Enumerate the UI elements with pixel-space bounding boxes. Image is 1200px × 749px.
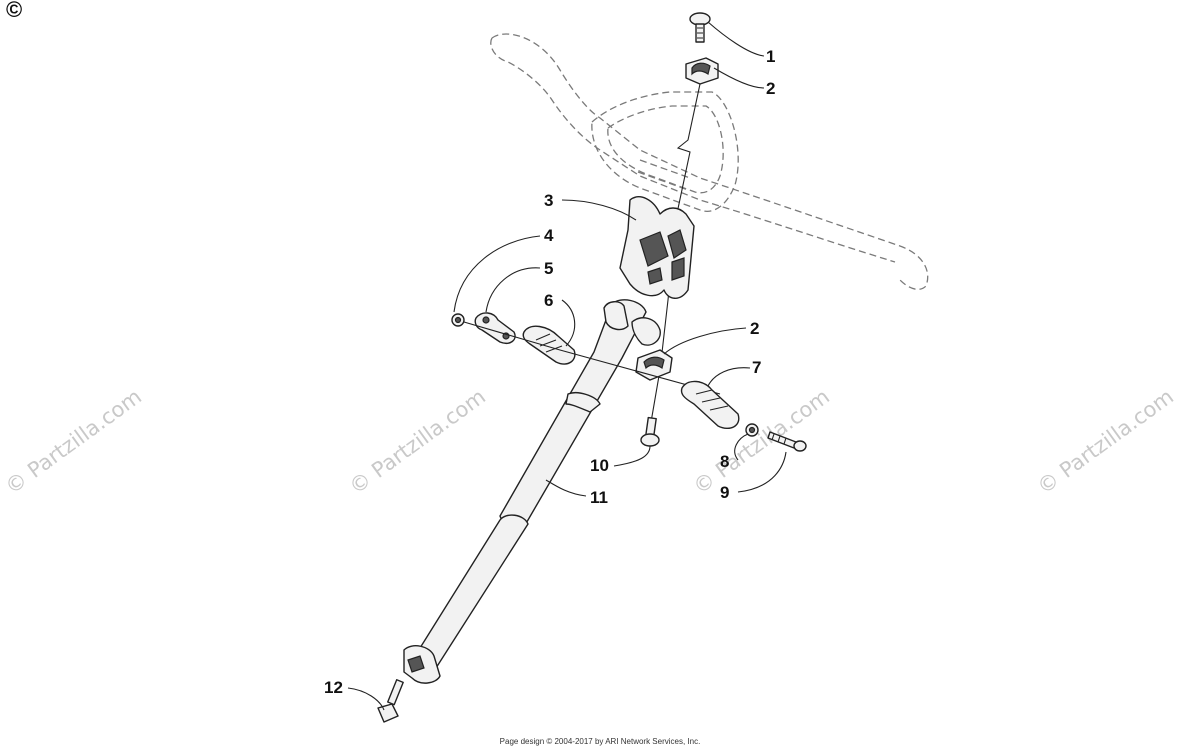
leader-2-lower <box>663 327 747 355</box>
leader-2-upper <box>713 67 765 89</box>
leader-8 <box>734 433 749 461</box>
watermark: © Partzilla.com <box>345 384 490 499</box>
part-7-bracket <box>680 380 740 430</box>
callout-11: 11 <box>590 488 608 507</box>
leader-11 <box>545 479 587 497</box>
callout-5: 5 <box>544 259 553 278</box>
part-1-bolt <box>689 12 711 43</box>
part-11-steering-post <box>403 299 661 684</box>
leader-4 <box>453 235 541 313</box>
callout-8: 8 <box>720 452 729 471</box>
part-8-nut <box>745 423 759 437</box>
handlebar-ghost <box>490 33 929 291</box>
part-9-bolt <box>767 431 807 452</box>
leader-9 <box>737 451 787 493</box>
leader-lines <box>347 21 787 711</box>
callout-4: 4 <box>544 226 554 245</box>
leader-6 <box>561 299 576 347</box>
part-2-clamp-lower <box>635 349 673 381</box>
callout-2-lower: 2 <box>750 319 759 338</box>
callout-12: 12 <box>324 678 343 697</box>
leader-1 <box>707 21 765 57</box>
callout-labels: 1 2 3 4 5 6 2 7 8 9 10 11 12 <box>324 47 775 697</box>
callout-10: 10 <box>590 456 609 475</box>
callout-7: 7 <box>752 358 761 377</box>
watermark: © Partzilla.com <box>1 384 146 499</box>
leader-7 <box>707 367 751 387</box>
leader-12 <box>347 687 385 711</box>
callout-3: 3 <box>544 191 553 210</box>
callout-9: 9 <box>720 483 729 502</box>
callout-2-upper: 2 <box>766 79 775 98</box>
footer-credit: Page design © 2004-2017 by ARI Network S… <box>499 737 701 746</box>
watermark: © Partzilla.com <box>1033 384 1178 499</box>
callout-6: 6 <box>544 291 553 310</box>
part-4-nut <box>451 313 465 327</box>
part-5-link <box>474 312 516 344</box>
leader-10 <box>613 445 651 467</box>
part-3-riser <box>619 196 695 299</box>
copyright-icon: © <box>6 0 23 22</box>
leader-3 <box>561 199 637 221</box>
part-12-bolt <box>377 679 404 723</box>
leader-5 <box>485 267 541 313</box>
part-10-bolt <box>640 416 660 447</box>
link-rod-line <box>463 321 721 395</box>
part-2-clamp-upper <box>685 57 719 85</box>
callout-1: 1 <box>766 47 775 66</box>
